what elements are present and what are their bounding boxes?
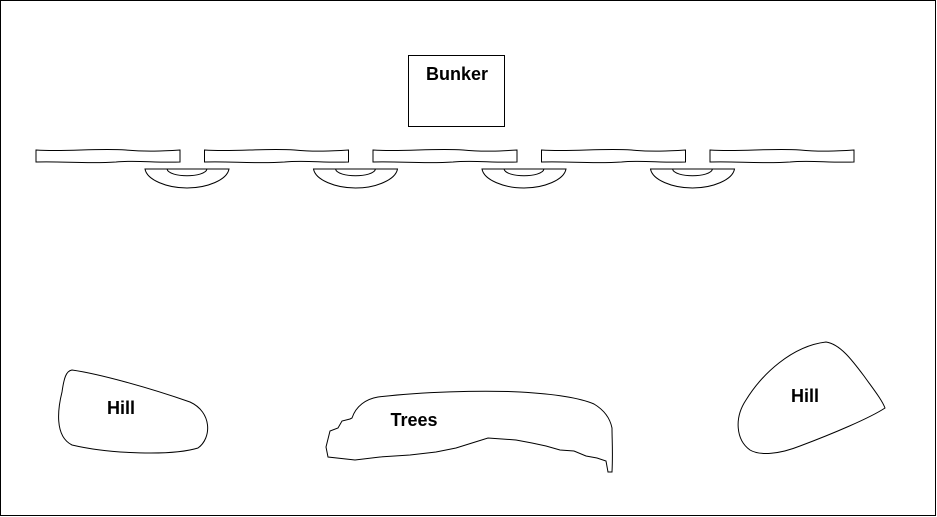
dugout	[481, 168, 567, 189]
bunker-label: Bunker	[426, 64, 488, 84]
trench-section	[35, 148, 181, 164]
trench-section	[541, 148, 686, 164]
trench-section	[204, 148, 349, 164]
trees-label: Trees	[390, 410, 437, 430]
dugout	[144, 168, 230, 189]
trees-outline	[325, 390, 613, 473]
hill-left-outline	[58, 369, 209, 454]
bunker: Bunker	[408, 55, 505, 127]
trench-section	[709, 148, 855, 164]
dugout	[312, 168, 399, 189]
hill-right-outline	[737, 341, 886, 454]
trench-section	[372, 148, 518, 164]
bunker-box	[408, 55, 505, 127]
hill-left-label: Hill	[107, 398, 135, 418]
hill-right-label: Hill	[791, 386, 819, 406]
dugout	[649, 168, 736, 189]
trench-line	[35, 148, 855, 189]
trees: Trees	[325, 390, 613, 473]
hill-right: Hill	[737, 341, 886, 454]
hill-left: Hill	[58, 369, 209, 454]
